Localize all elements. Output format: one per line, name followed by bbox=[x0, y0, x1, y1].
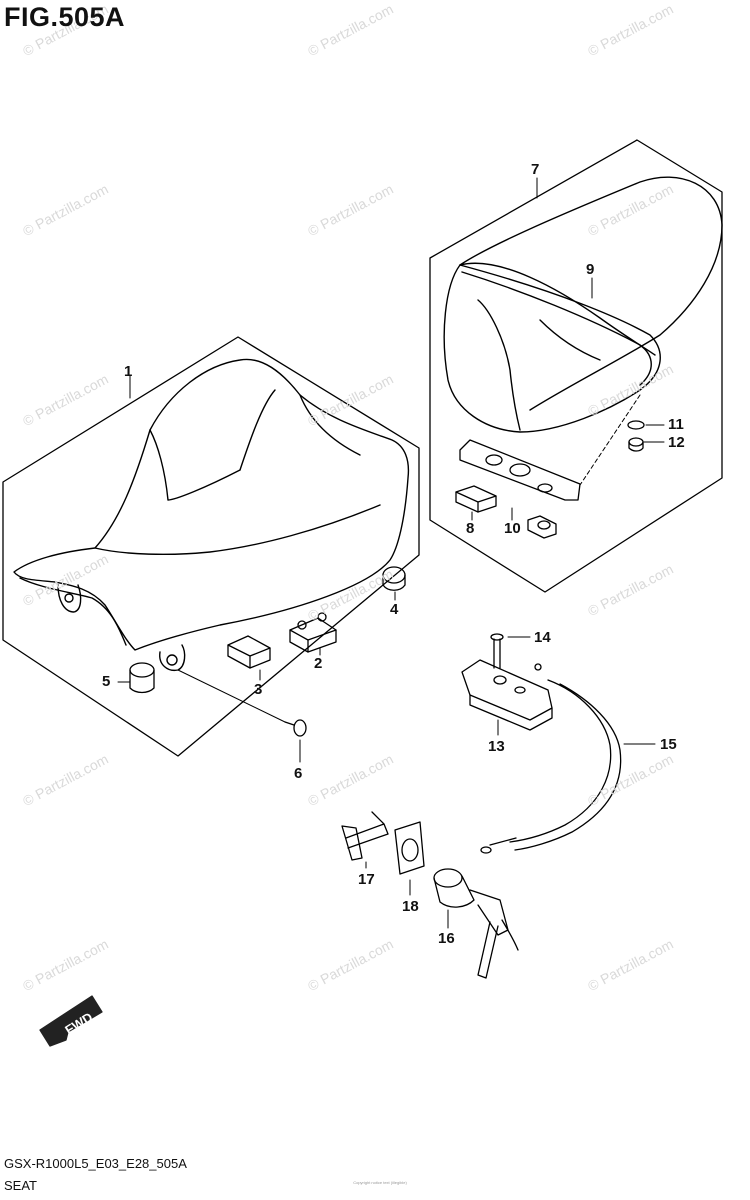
lock-part-16 bbox=[433, 868, 519, 979]
callout-15: 15 bbox=[660, 736, 677, 753]
callout-9: 9 bbox=[586, 261, 595, 278]
footer-note: Copyright notice text (illegible) bbox=[353, 1180, 407, 1185]
latch-part-13 bbox=[461, 659, 553, 731]
washer-part-11 bbox=[627, 420, 645, 430]
callout-2: 2 bbox=[314, 655, 323, 672]
callout-17: 17 bbox=[358, 871, 375, 888]
callout-12: 12 bbox=[668, 434, 685, 451]
callout-13: 13 bbox=[488, 738, 505, 755]
clip-part-2 bbox=[289, 612, 337, 653]
callout-4: 4 bbox=[390, 601, 399, 618]
bracket-part-10 bbox=[459, 439, 581, 539]
figure-caption: SEAT bbox=[4, 1178, 37, 1193]
callout-leader-lines bbox=[117, 177, 665, 929]
callout-18: 18 bbox=[402, 898, 419, 915]
front-seat-group-frame bbox=[2, 336, 420, 757]
front-seat-part bbox=[13, 358, 410, 672]
cushion-part-5 bbox=[129, 662, 155, 694]
cushion-part-4 bbox=[382, 566, 406, 591]
callout-6: 6 bbox=[294, 765, 303, 782]
plate-part-18 bbox=[394, 821, 425, 875]
fwd-arrow-icon bbox=[39, 995, 103, 1047]
rear-seat-group-frame bbox=[429, 139, 723, 593]
callout-5: 5 bbox=[102, 673, 111, 690]
clip-part-17 bbox=[341, 811, 389, 861]
pad-part-8 bbox=[455, 485, 497, 513]
callout-8: 8 bbox=[466, 520, 475, 537]
callout-7: 7 bbox=[531, 161, 540, 178]
callout-3: 3 bbox=[254, 681, 263, 698]
pad-part-3 bbox=[227, 635, 271, 669]
model-code: GSX-R1000L5_E03_E28_505A bbox=[4, 1156, 187, 1171]
nut-part-12 bbox=[628, 437, 644, 452]
callout-14: 14 bbox=[534, 629, 551, 646]
figure-title: FIG.505A bbox=[4, 2, 126, 32]
rear-seat-part bbox=[443, 176, 723, 433]
callout-16: 16 bbox=[438, 930, 455, 947]
screw-part-14 bbox=[490, 633, 504, 669]
cable-part-15 bbox=[480, 663, 622, 854]
bolt-part-6 bbox=[284, 719, 307, 737]
callout-10: 10 bbox=[504, 520, 521, 537]
callout-11: 11 bbox=[668, 416, 684, 433]
callout-1: 1 bbox=[124, 363, 133, 380]
